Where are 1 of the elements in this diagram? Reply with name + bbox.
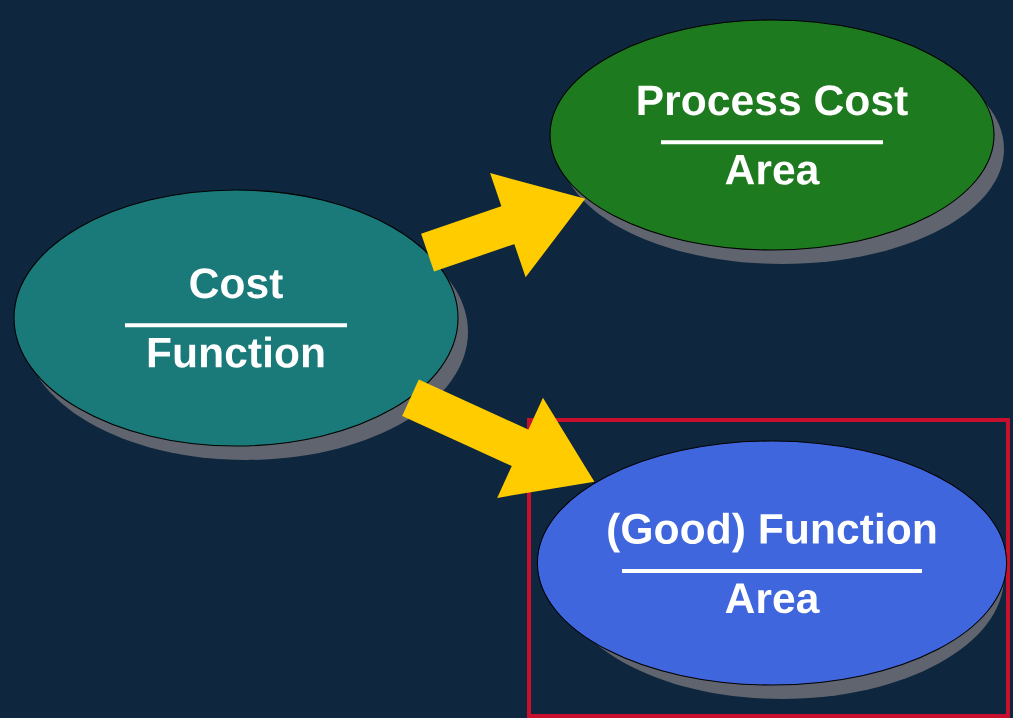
highlight-frame bbox=[527, 418, 1010, 718]
